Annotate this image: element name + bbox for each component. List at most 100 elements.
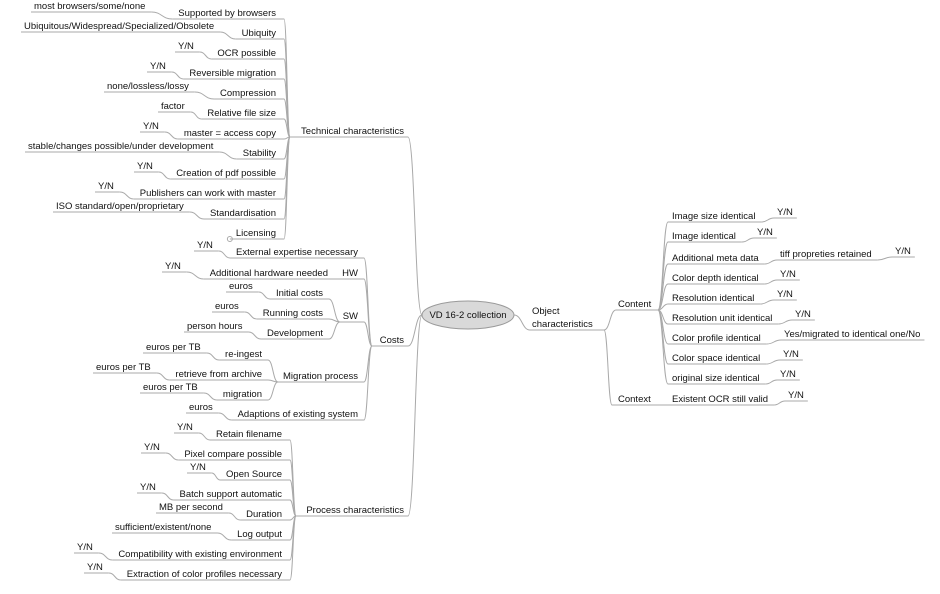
value-resolution-unit-identical: Y/N	[795, 309, 811, 320]
value-original-size-identical: Y/N	[780, 369, 796, 380]
value-ocr-possible: Y/N	[178, 41, 194, 52]
branch-connector	[513, 314, 531, 331]
branch-process-characteristics: Process characteristics	[306, 505, 404, 516]
value-creation-of-pdf-possible: Y/N	[137, 161, 153, 172]
branch-connector	[199, 51, 212, 60]
node-creation-of-pdf-possible: Creation of pdf possible	[176, 168, 276, 179]
value-color-depth-identical: Y/N	[780, 269, 796, 280]
branch-connector	[657, 241, 669, 311]
value-standardisation: ISO standard/open/proprietary	[56, 201, 184, 212]
node-running-costs: Running costs	[263, 308, 323, 319]
branch-connector	[165, 452, 179, 461]
branch-connector	[218, 412, 232, 421]
branch-connector	[328, 298, 341, 323]
value-compatibility-with-existing-environment: Y/N	[77, 542, 93, 553]
branch-connector	[190, 111, 202, 120]
node-standardisation: Standardisation	[210, 208, 276, 219]
branch-technical-characteristics: Technical characteristics	[301, 126, 404, 137]
node-hw: HW	[342, 268, 358, 279]
branch-connector	[248, 331, 262, 340]
node-retrieve-from-archive: retrieve from archive	[175, 369, 262, 380]
branch-connector	[603, 329, 613, 406]
branch-connector	[289, 499, 297, 517]
node-extraction-of-color-profiles-necessary: Extraction of color profiles necessary	[127, 569, 282, 580]
node-additional-meta-data: Additional meta data	[672, 253, 759, 264]
value-existent-ocr-still-valid: Y/N	[788, 390, 804, 401]
branch-connector	[211, 472, 221, 481]
value-extraction-of-color-profiles-necessary: Y/N	[87, 562, 103, 573]
branch-connector	[189, 211, 205, 220]
branch-connector	[657, 283, 669, 311]
branch-connector	[407, 314, 423, 347]
branch-connector	[119, 191, 134, 200]
branch-connector	[877, 256, 893, 261]
branch-connector	[267, 381, 279, 401]
value-adaptions-of-existing-system: euros	[189, 402, 213, 413]
node-supported-by-browsers: Supported by browsers	[178, 8, 276, 19]
node-stability: Stability	[243, 148, 277, 159]
branch-costs: Costs	[380, 335, 405, 346]
node-relative-file-size: Relative file size	[207, 108, 276, 119]
branch-connector	[194, 91, 215, 100]
branch-connector	[98, 552, 113, 561]
nodes: VD 16-2 collection Technical characterist…	[21, 1, 925, 581]
branch-connector	[407, 314, 423, 517]
node-ocr-possible: OCR possible	[217, 48, 276, 59]
node-open-source: Open Source	[226, 469, 282, 480]
node-tiff-propreties-retained: tiff propreties retained	[780, 249, 872, 260]
value-reversible-migration: Y/N	[150, 61, 166, 72]
value-publishers-can-work-with-master: Y/N	[98, 181, 114, 192]
value-ubiquity: Ubiquitous/Widespread/Specialized/Obsole…	[24, 21, 214, 32]
value-re-ingest: euros per TB	[146, 342, 201, 353]
branch-connector	[289, 515, 297, 581]
branch-connector	[363, 278, 373, 347]
node-reversible-migration: Reversible migration	[189, 68, 276, 79]
branch-connector	[108, 572, 121, 581]
branch-connector	[186, 271, 204, 280]
branch-connector	[171, 71, 184, 80]
branch-connector	[407, 136, 423, 316]
node-master-access-copy: master = access copy	[184, 128, 276, 139]
branch-connector	[778, 319, 793, 325]
value-color-space-identical: Y/N	[783, 349, 799, 360]
branch-connector	[218, 250, 231, 259]
node-original-size-identical: original size identical	[672, 373, 760, 384]
branch-connector	[766, 359, 781, 365]
value-log-output: sufficient/existent/none	[115, 522, 211, 533]
branch-object-characteristics-line2: characteristics	[532, 319, 593, 330]
value-pixel-compare-possible: Y/N	[144, 442, 160, 453]
root-node: VD 16-2 collection	[429, 310, 506, 321]
node-image-size-identical: Image size identical	[672, 211, 755, 222]
branch-connector	[156, 372, 170, 381]
node-migration: migration	[223, 389, 262, 400]
branch-connector	[283, 118, 291, 138]
value-resolution-identical: Y/N	[777, 289, 793, 300]
value-supported-by-browsers: most browsers/some/none	[34, 1, 145, 12]
branch-connector	[217, 532, 232, 541]
node-external-expertise-necessary: External expertise necessary	[236, 247, 358, 258]
branch-object-characteristics: Object	[532, 306, 560, 317]
branch-connector	[161, 492, 174, 501]
node-adaptions-of-existing-system: Adaptions of existing system	[238, 409, 358, 420]
branch-connector	[244, 311, 257, 320]
value-running-costs: euros	[215, 301, 239, 312]
branch-connector	[766, 339, 782, 345]
node-image-identical: Image identical	[672, 231, 736, 242]
node-color-depth-identical: Color depth identical	[672, 273, 759, 284]
node-licensing: Licensing	[236, 228, 276, 239]
node-sw: SW	[343, 311, 358, 322]
branch-connector	[328, 321, 341, 340]
branch-connector	[657, 309, 669, 385]
node-log-output: Log output	[237, 529, 282, 540]
branch-connector	[258, 291, 271, 300]
branch-connector	[228, 512, 241, 521]
branch-connector	[220, 31, 236, 40]
branch-connector	[363, 345, 373, 421]
branch-connector	[764, 279, 778, 285]
branch-connector	[741, 237, 755, 243]
node-re-ingest: re-ingest	[225, 349, 262, 360]
value-additional-hardware-needed: Y/N	[165, 261, 181, 272]
value-open-source: Y/N	[190, 462, 206, 473]
branch-connector	[164, 131, 178, 140]
